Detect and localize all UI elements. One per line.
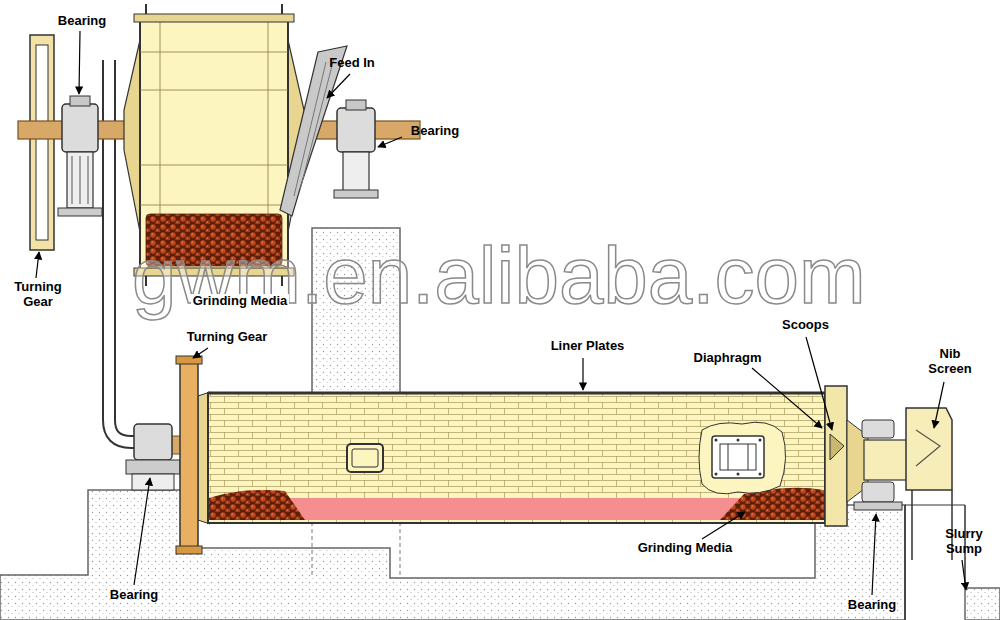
part-label: Grinding Media	[630, 541, 740, 556]
leader-lines	[36, 31, 966, 595]
label-anchor: Grinding Media	[630, 541, 740, 556]
sole-plate	[132, 474, 174, 490]
turning-gear	[30, 35, 54, 250]
part-label: Grinding Media	[191, 294, 290, 309]
leader-line	[872, 514, 876, 595]
end-flange	[825, 386, 847, 526]
leader-line	[134, 478, 150, 585]
drum-flange	[134, 14, 294, 22]
label-anchor: Grinding Media	[190, 291, 290, 309]
bolts	[715, 439, 762, 476]
bearing-pedestal	[67, 152, 93, 208]
leader-line	[327, 74, 350, 98]
leader-line	[36, 252, 39, 278]
part-label: Diaphragm	[690, 351, 765, 366]
leader-line	[79, 31, 80, 94]
label-anchor: Bearing	[842, 598, 902, 613]
bearing-housing	[862, 482, 894, 502]
label-anchor: Bearing	[52, 14, 112, 29]
part-label: Nib Screen	[920, 347, 980, 377]
part-label: Liner Plates	[545, 339, 630, 354]
concrete-foundation	[965, 588, 1000, 620]
part-label: Slurry Sump	[935, 527, 993, 557]
scoop	[830, 434, 844, 460]
part-label: Feed In	[322, 56, 382, 71]
screen	[916, 430, 940, 466]
leader-line	[934, 382, 944, 428]
part-label: Bearing	[842, 598, 902, 613]
part-label: Turning Gear	[182, 330, 272, 345]
base-plate	[58, 208, 102, 216]
part-label: Turning Gear	[8, 280, 68, 310]
base-plate	[854, 502, 902, 510]
bearing-cap	[346, 100, 366, 110]
leader-line	[702, 512, 745, 539]
leader-line	[752, 368, 822, 428]
bearing-housing	[134, 424, 172, 460]
manhole	[347, 444, 383, 472]
trunnion	[864, 440, 910, 480]
part-label: Bearing	[405, 124, 465, 139]
bearing-housing	[62, 104, 98, 152]
sump-rim	[905, 505, 965, 506]
drum-shell	[140, 20, 288, 270]
pedestal-bolts	[72, 156, 88, 204]
leader-line	[806, 337, 832, 430]
cutaway	[699, 422, 786, 494]
part-label: Scoops	[778, 318, 833, 333]
manhole-rim	[352, 449, 378, 467]
label-anchor: Bearing	[405, 124, 465, 139]
door-frame	[720, 444, 756, 470]
label-anchor: Slurry Sump	[935, 527, 993, 557]
bearing-housing	[337, 108, 375, 152]
bearing-pedestal	[343, 152, 369, 192]
part-label: Bearing	[104, 588, 164, 603]
part-label: Bearing	[52, 14, 112, 29]
liner-lines	[140, 20, 288, 270]
bearing-cap	[70, 96, 90, 106]
label-anchor: Turning Gear	[182, 330, 272, 345]
label-anchor: Scoops	[778, 318, 833, 333]
label-anchor: Turning Gear	[8, 280, 68, 310]
nib-screen-housing	[906, 408, 952, 490]
base-plate	[334, 190, 378, 198]
grinding-media	[209, 490, 305, 520]
shell-top	[208, 392, 825, 395]
leader-line	[962, 560, 966, 590]
label-anchor: Nib Screen	[920, 347, 980, 377]
leader-line	[582, 358, 583, 390]
leader-line	[193, 348, 208, 358]
label-anchor: Bearing	[104, 588, 164, 603]
door-bars	[728, 444, 748, 470]
gear-rim	[176, 546, 202, 554]
manhole-door	[712, 436, 764, 478]
drum-head	[124, 40, 140, 232]
chute-lines	[294, 58, 334, 196]
mill-shell	[208, 393, 825, 523]
leader-line	[378, 137, 402, 147]
label-anchor: Liner Plates	[545, 339, 630, 354]
label-anchor: Feed In	[322, 56, 382, 71]
turning-gear	[180, 360, 198, 550]
gear-web	[36, 45, 48, 240]
label-anchor: Diaphragm	[690, 351, 765, 366]
bearing-cap	[862, 420, 894, 438]
gear-rim	[176, 356, 202, 364]
bearing-base	[126, 460, 180, 474]
bottom-mill	[126, 356, 965, 620]
foundation	[0, 228, 1000, 620]
